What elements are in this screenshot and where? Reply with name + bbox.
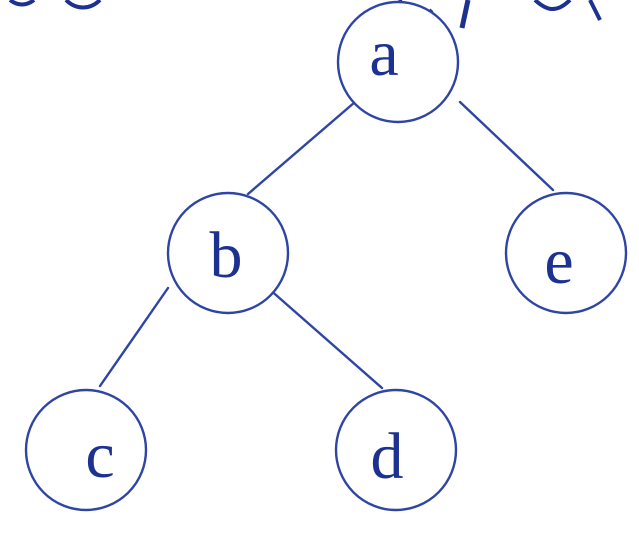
node-d: d	[334, 388, 458, 512]
node-a-circle	[336, 0, 460, 124]
node-a: a	[336, 0, 460, 124]
node-e: e	[504, 191, 628, 315]
node-d-circle	[334, 388, 458, 512]
node-c-circle	[24, 388, 148, 512]
nodes-layer: a b e c d	[24, 0, 628, 512]
cropped-top-text	[8, 0, 602, 29]
node-d-label: d	[371, 420, 404, 493]
node-c: c	[24, 388, 148, 512]
edge-a-b	[246, 100, 357, 196]
edges-layer	[98, 100, 555, 390]
node-e-label: e	[544, 225, 573, 298]
node-a-label: a	[369, 17, 398, 90]
node-b-circle	[166, 191, 290, 315]
edge-a-e	[458, 100, 555, 192]
node-b-label: b	[210, 219, 243, 292]
node-e-circle	[504, 191, 628, 315]
node-b: b	[166, 191, 290, 315]
edge-b-d	[266, 286, 384, 390]
edge-b-c	[98, 286, 170, 388]
node-c-label: c	[85, 419, 114, 492]
